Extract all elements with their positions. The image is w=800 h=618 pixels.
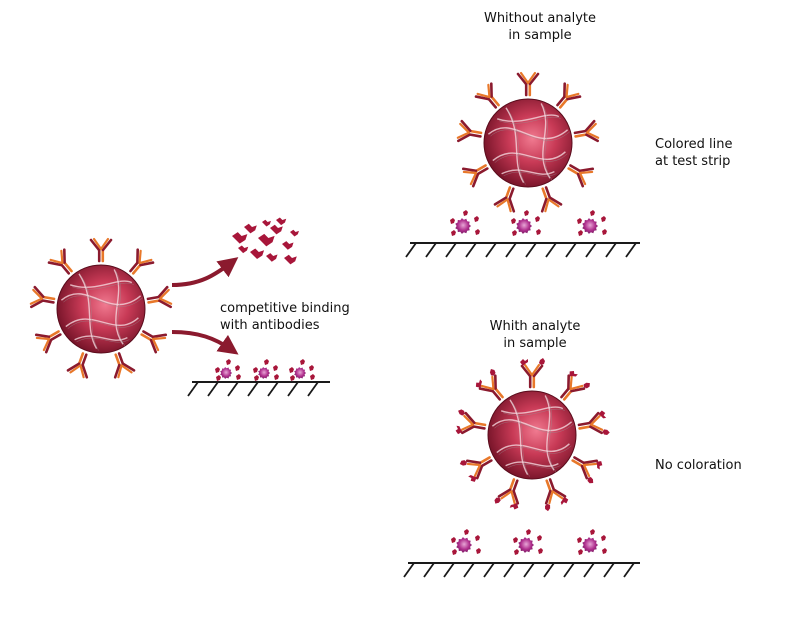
- antibody-icon: [571, 456, 603, 484]
- label-competitive-binding: competitive binding with antibodies: [220, 300, 350, 334]
- antibody-icon: [475, 368, 504, 401]
- antibody-icon: [556, 82, 582, 109]
- test-strip-small: [187, 381, 330, 397]
- analyte-icon: [583, 382, 590, 389]
- analyte-icon: [458, 409, 465, 416]
- antibody-icon: [140, 330, 168, 354]
- antibody-icon: [89, 237, 113, 263]
- antibody-icon: [456, 119, 483, 143]
- analyte-icon: [270, 224, 283, 235]
- antibody-icon: [459, 456, 493, 482]
- test-strip-top: [405, 242, 640, 258]
- antibody-icon: [544, 478, 569, 512]
- analyte-icon: [569, 370, 578, 377]
- analyte-icon: [262, 219, 271, 227]
- antigen-icon: [577, 210, 607, 236]
- title-with-line1: Whith analyte: [489, 319, 581, 334]
- antibody-icon: [455, 409, 487, 435]
- analyte-icon: [602, 429, 610, 435]
- analyte-icon: [284, 254, 297, 265]
- antibody-icon: [66, 352, 89, 379]
- title-with-line2: in sample: [503, 336, 567, 351]
- analyte-icon: [545, 503, 551, 512]
- analyte-icon: [475, 379, 483, 388]
- antibody-icon: [113, 352, 136, 379]
- title-with-analyte: Whith analyte in sample: [455, 318, 615, 352]
- antigen-icon: [513, 529, 543, 555]
- antibody-icon: [577, 410, 610, 435]
- result-colored-line: Colored line at test strip: [655, 136, 733, 170]
- antigen-icon: [215, 359, 241, 381]
- analyte-icon: [509, 502, 519, 510]
- antibody-icon: [573, 119, 600, 143]
- analyte-icon: [596, 461, 603, 470]
- analyte-icon: [282, 241, 294, 250]
- antibody-icon: [494, 478, 520, 510]
- nanoparticle-with-analyte: [487, 390, 577, 480]
- test-strip-bottom: [403, 562, 640, 578]
- antigen-icon: [450, 210, 480, 236]
- title-without-line1: Whithout analyte: [483, 11, 597, 26]
- analyte-icon: [238, 245, 249, 254]
- result-no-coloration: No coloration: [655, 457, 742, 474]
- analyte-icon: [494, 497, 501, 504]
- analyte-icon: [455, 425, 463, 435]
- arrow-to-strip: [171, 330, 239, 355]
- analyte-icon: [539, 358, 545, 365]
- analyte-icon: [258, 233, 275, 247]
- title-without-line2: in sample: [508, 28, 572, 43]
- antibody-icon: [129, 248, 155, 275]
- antibody-icon: [516, 71, 540, 97]
- antigen-icon: [577, 529, 607, 555]
- analyte-icon: [232, 232, 248, 244]
- competitive-line1: competitive binding: [220, 301, 350, 316]
- antibody-icon: [540, 186, 563, 213]
- antigen-icon: [511, 210, 541, 236]
- antibody-icon: [567, 164, 595, 188]
- analyte-icon: [276, 217, 287, 226]
- analyte-icon: [560, 496, 569, 506]
- no-coloration-text: No coloration: [655, 458, 742, 473]
- analyte-icon: [290, 229, 299, 237]
- antibody-icon: [461, 164, 489, 188]
- antigen-icon: [289, 359, 315, 381]
- antigen-icon: [253, 359, 279, 381]
- antibody-icon: [47, 248, 73, 275]
- arrow-to-free-analyte: [171, 257, 239, 287]
- antibody-icon: [34, 330, 62, 354]
- analyte-icon: [489, 368, 496, 376]
- antibody-icon: [520, 358, 545, 389]
- analyte-icon: [266, 253, 278, 262]
- antibody-icon: [146, 285, 173, 309]
- antigen-icon: [451, 529, 481, 555]
- title-without-analyte: Whithout analyte in sample: [460, 10, 620, 44]
- competitive-line2: with antibodies: [220, 318, 320, 333]
- analyte-icon: [250, 248, 265, 260]
- analyte-icon: [468, 474, 477, 482]
- analyte-icon: [520, 359, 528, 366]
- analyte-icon: [459, 460, 467, 466]
- analyte-icon: [587, 477, 594, 484]
- colored-line-line2: at test strip: [655, 154, 731, 169]
- antibody-icon: [474, 82, 500, 109]
- analyte-icon: [598, 410, 607, 419]
- antibody-icon: [493, 186, 516, 213]
- antibody-icon: [29, 285, 56, 309]
- analyte-icon: [244, 223, 257, 234]
- nanoparticle-without-analyte: [483, 98, 573, 188]
- antibody-icon: [560, 370, 590, 401]
- nanoparticle-left: [56, 264, 146, 354]
- colored-line-line1: Colored line: [655, 137, 733, 152]
